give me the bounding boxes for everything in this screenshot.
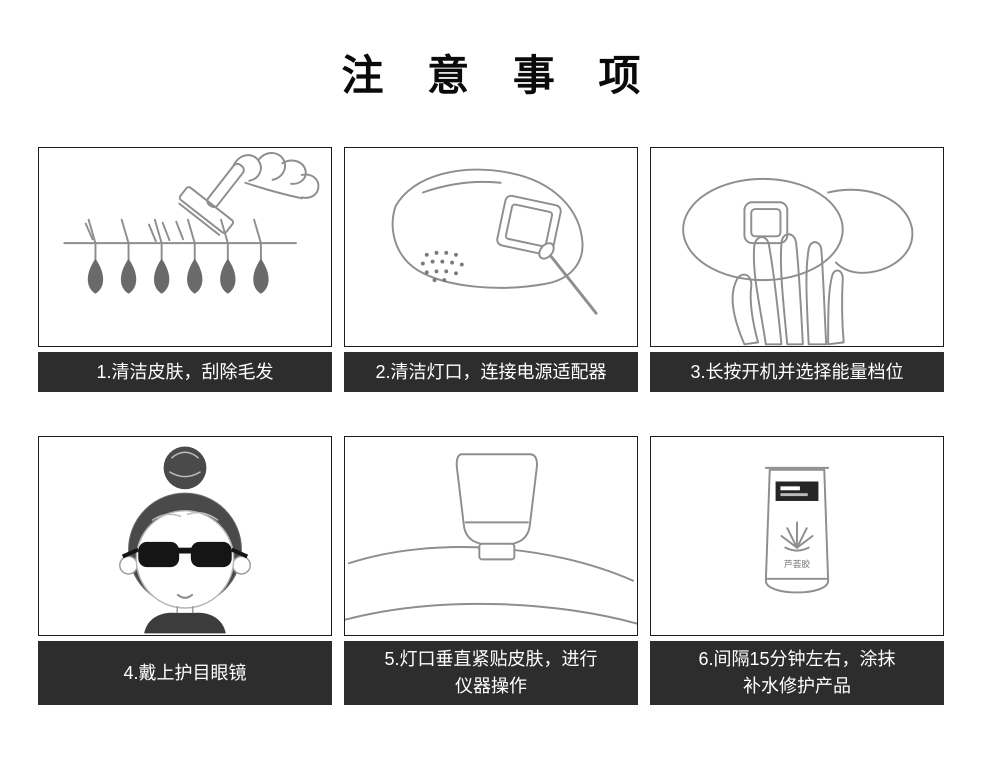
hair-stubble — [84, 218, 262, 245]
aloe-plant-sketch — [780, 521, 814, 552]
step-4-illustration — [38, 436, 332, 636]
tube-product-label: 芦荟胶 — [784, 558, 810, 569]
step-3-illustration — [650, 147, 944, 347]
step-4-caption: 4.戴上护目眼镜 — [38, 641, 332, 705]
power-button — [743, 201, 789, 245]
step-4-caption-text: 4.戴上护目眼镜 — [123, 662, 247, 683]
aloe-gel-tube-icon: 芦荟胶 — [764, 466, 830, 594]
step-5-caption-text: 5.灯口垂直紧贴皮肤，进行仪器操作 — [384, 649, 598, 696]
device-on-skin-icon — [345, 453, 637, 625]
finger-cluster — [232, 152, 320, 200]
lamp-window — [496, 194, 562, 256]
device-body-outline — [391, 168, 584, 289]
steps-grid: 1.清洁皮肤，刮除毛发 — [38, 147, 944, 705]
step-2-caption: 2.清洁灯口，连接电源适配器 — [344, 352, 638, 392]
instruction-page: 注 意 事 项 — [38, 52, 944, 705]
hair-follicle-bulbs — [87, 242, 269, 294]
press-power-button-icon — [682, 177, 914, 346]
step-2-caption-text: 2.清洁灯口，连接电源适配器 — [375, 361, 607, 382]
step-1-caption: 1.清洁皮肤，刮除毛发 — [38, 352, 332, 392]
step-6-caption-text: 6.间隔15分钟左右，涂抹补水修护产品 — [698, 649, 896, 696]
step-6-caption: 6.间隔15分钟左右，涂抹补水修护产品 — [650, 641, 944, 705]
device-vertical-outline — [455, 453, 538, 561]
step-5-illustration — [344, 436, 638, 636]
step-3-caption: 3.长按开机并选择能量档位 — [650, 352, 944, 392]
step-6-illustration: 芦荟胶 — [650, 436, 944, 636]
razor-shaving-icon — [63, 152, 320, 294]
step-panel-4: 4.戴上护目眼镜 — [38, 436, 332, 705]
goggles-girl-icon — [119, 446, 251, 634]
protective-goggles-icon — [121, 541, 249, 568]
cotton-swab — [538, 242, 598, 315]
step-panel-5: 5.灯口垂直紧贴皮肤，进行仪器操作 — [344, 436, 638, 705]
step-1-illustration — [38, 147, 332, 347]
step-3-caption-text: 3.长按开机并选择能量档位 — [690, 361, 904, 382]
brand-band — [775, 481, 819, 501]
hair-bun — [163, 446, 207, 490]
step-2-illustration — [344, 147, 638, 347]
step-1-caption-text: 1.清洁皮肤，刮除毛发 — [96, 361, 274, 382]
device-top-outline — [682, 177, 914, 282]
step-panel-6: 芦荟胶 6.间隔15分钟左右，涂抹补水修护产品 — [650, 436, 944, 705]
vent-dots — [420, 250, 464, 283]
pressing-hand — [731, 233, 845, 346]
step-panel-1: 1.清洁皮肤，刮除毛发 — [38, 147, 332, 392]
clean-lamp-window-icon — [391, 168, 598, 315]
razor-icon — [178, 162, 245, 236]
step-panel-3: 3.长按开机并选择能量档位 — [650, 147, 944, 392]
step-panel-2: 2.清洁灯口，连接电源适配器 — [344, 147, 638, 392]
page-title: 注 意 事 项 — [341, 52, 657, 99]
step-5-caption: 5.灯口垂直紧贴皮肤，进行仪器操作 — [344, 641, 638, 705]
tank-top — [144, 612, 226, 634]
